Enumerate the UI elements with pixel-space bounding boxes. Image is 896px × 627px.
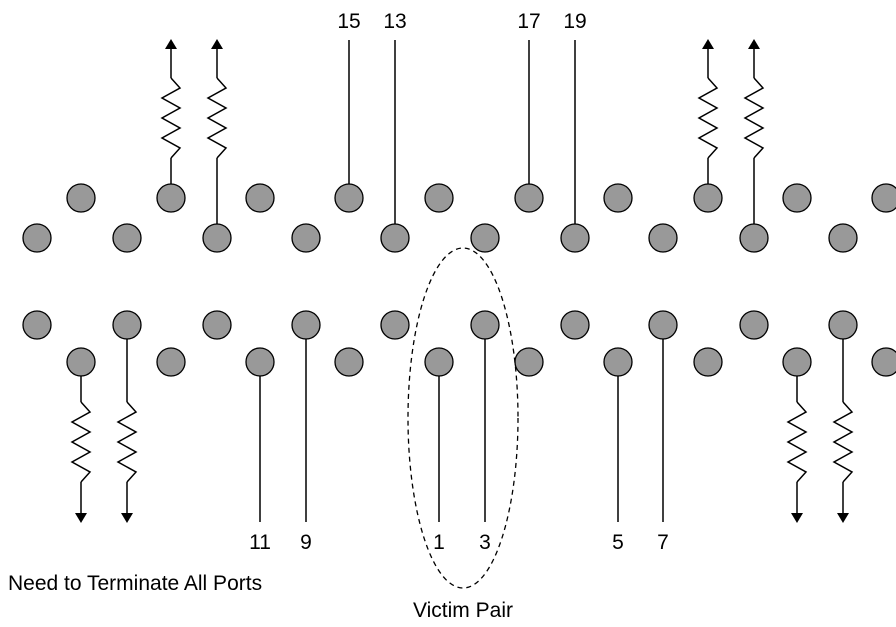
- connector-pin: [245, 347, 275, 377]
- connector-pin: [560, 223, 590, 253]
- port-label-13: 13: [383, 10, 406, 33]
- connector-pin: [603, 347, 633, 377]
- connector-pin: [156, 347, 186, 377]
- termination-resistor: [206, 77, 228, 159]
- connector-pin: [424, 347, 454, 377]
- connector-pin: [112, 223, 142, 253]
- termination-resistor: [160, 77, 182, 159]
- port-label-15: 15: [337, 10, 360, 33]
- connector-pin: [693, 347, 723, 377]
- connector-pins: [22, 183, 896, 377]
- termination-resistor: [697, 77, 719, 159]
- terminate-note: Need to Terminate All Ports: [8, 572, 262, 595]
- connector-pin: [470, 310, 500, 340]
- victim-pair-outline: [407, 247, 519, 589]
- connector-pin: [739, 310, 769, 340]
- termination-resistor: [832, 401, 854, 483]
- connector-pin: [291, 310, 321, 340]
- connector-pin: [782, 183, 812, 213]
- connector-pin: [380, 223, 410, 253]
- connector-pin: [828, 310, 858, 340]
- port-label-11: 11: [249, 531, 271, 554]
- connector-pin: [514, 183, 544, 213]
- connector-pin: [66, 347, 96, 377]
- termination-resistor: [786, 401, 808, 483]
- connector-pin: [424, 183, 454, 213]
- connector-pin: [22, 223, 52, 253]
- signal-wires: [70, 39, 854, 523]
- termination-resistor: [743, 77, 765, 159]
- connector-pin: [470, 223, 500, 253]
- connector-pin: [202, 223, 232, 253]
- connector-pin: [514, 347, 544, 377]
- port-label-5: 5: [612, 531, 624, 554]
- connector-pin: [202, 310, 232, 340]
- victim-pair-label: Victim Pair: [413, 599, 513, 622]
- connector-pin: [693, 183, 723, 213]
- connector-pin: [739, 223, 769, 253]
- connector-pin: [648, 223, 678, 253]
- connector-pin: [291, 223, 321, 253]
- connector-pin: [66, 183, 96, 213]
- port-label-3: 3: [479, 531, 491, 554]
- connector-pin: [112, 310, 142, 340]
- connector-pin: [871, 347, 896, 377]
- connector-pin: [334, 347, 364, 377]
- connector-pin: [782, 347, 812, 377]
- connector-pin: [245, 183, 275, 213]
- connector-pin: [828, 223, 858, 253]
- connector-pin: [560, 310, 590, 340]
- port-label-19: 19: [563, 10, 586, 33]
- port-label-7: 7: [657, 531, 669, 554]
- connector-pin: [871, 183, 896, 213]
- port-label-1: 1: [433, 531, 445, 554]
- port-label-17: 17: [517, 10, 540, 33]
- connector-pin: [334, 183, 364, 213]
- connector-pin: [603, 183, 633, 213]
- port-label-9: 9: [300, 531, 312, 554]
- termination-resistor: [116, 401, 138, 483]
- termination-resistor: [70, 401, 92, 483]
- connector-pin: [22, 310, 52, 340]
- connector-pin: [156, 183, 186, 213]
- connector-pin: [380, 310, 410, 340]
- connector-pin: [648, 310, 678, 340]
